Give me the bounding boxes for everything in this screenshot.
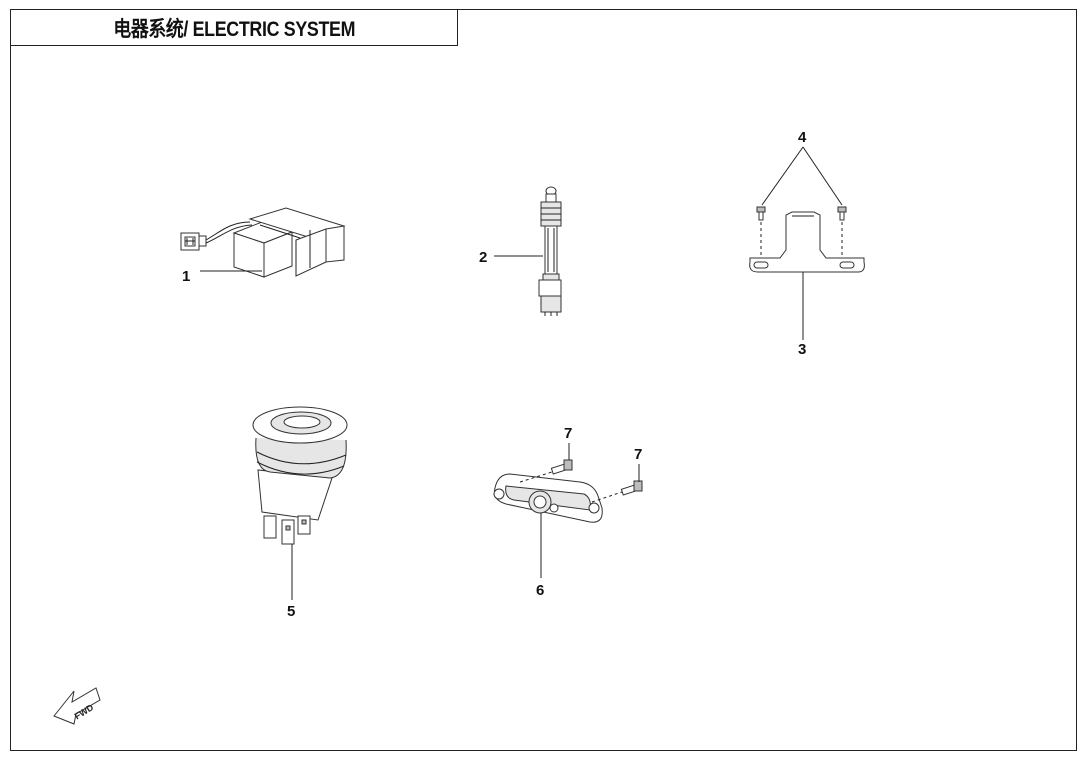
lamp-icon xyxy=(493,473,603,523)
callout-1: 1 xyxy=(182,268,190,285)
callout-3: 3 xyxy=(798,341,806,358)
callout-5: 5 xyxy=(287,603,295,620)
page-title: 电器系统/ ELECTRIC SYSTEM xyxy=(113,17,355,41)
drawing-frame xyxy=(10,9,1077,751)
callout-7b: 7 xyxy=(634,446,642,463)
leader-line-4a xyxy=(761,146,804,206)
screw-icon xyxy=(519,459,643,503)
callout-7a: 7 xyxy=(564,425,572,442)
leader-line-4b xyxy=(802,146,843,206)
bracket-icon xyxy=(749,211,865,273)
callout-2: 2 xyxy=(479,249,487,266)
bolt-icon xyxy=(756,206,847,258)
relay-icon xyxy=(180,207,346,278)
switch-icon xyxy=(252,406,348,545)
callout-6: 6 xyxy=(536,582,544,599)
callout-4: 4 xyxy=(798,129,807,146)
title-block: 电器系统/ ELECTRIC SYSTEM xyxy=(10,9,458,46)
forward-arrow-icon: FWD xyxy=(53,687,101,725)
wire-harness-icon xyxy=(538,186,562,316)
